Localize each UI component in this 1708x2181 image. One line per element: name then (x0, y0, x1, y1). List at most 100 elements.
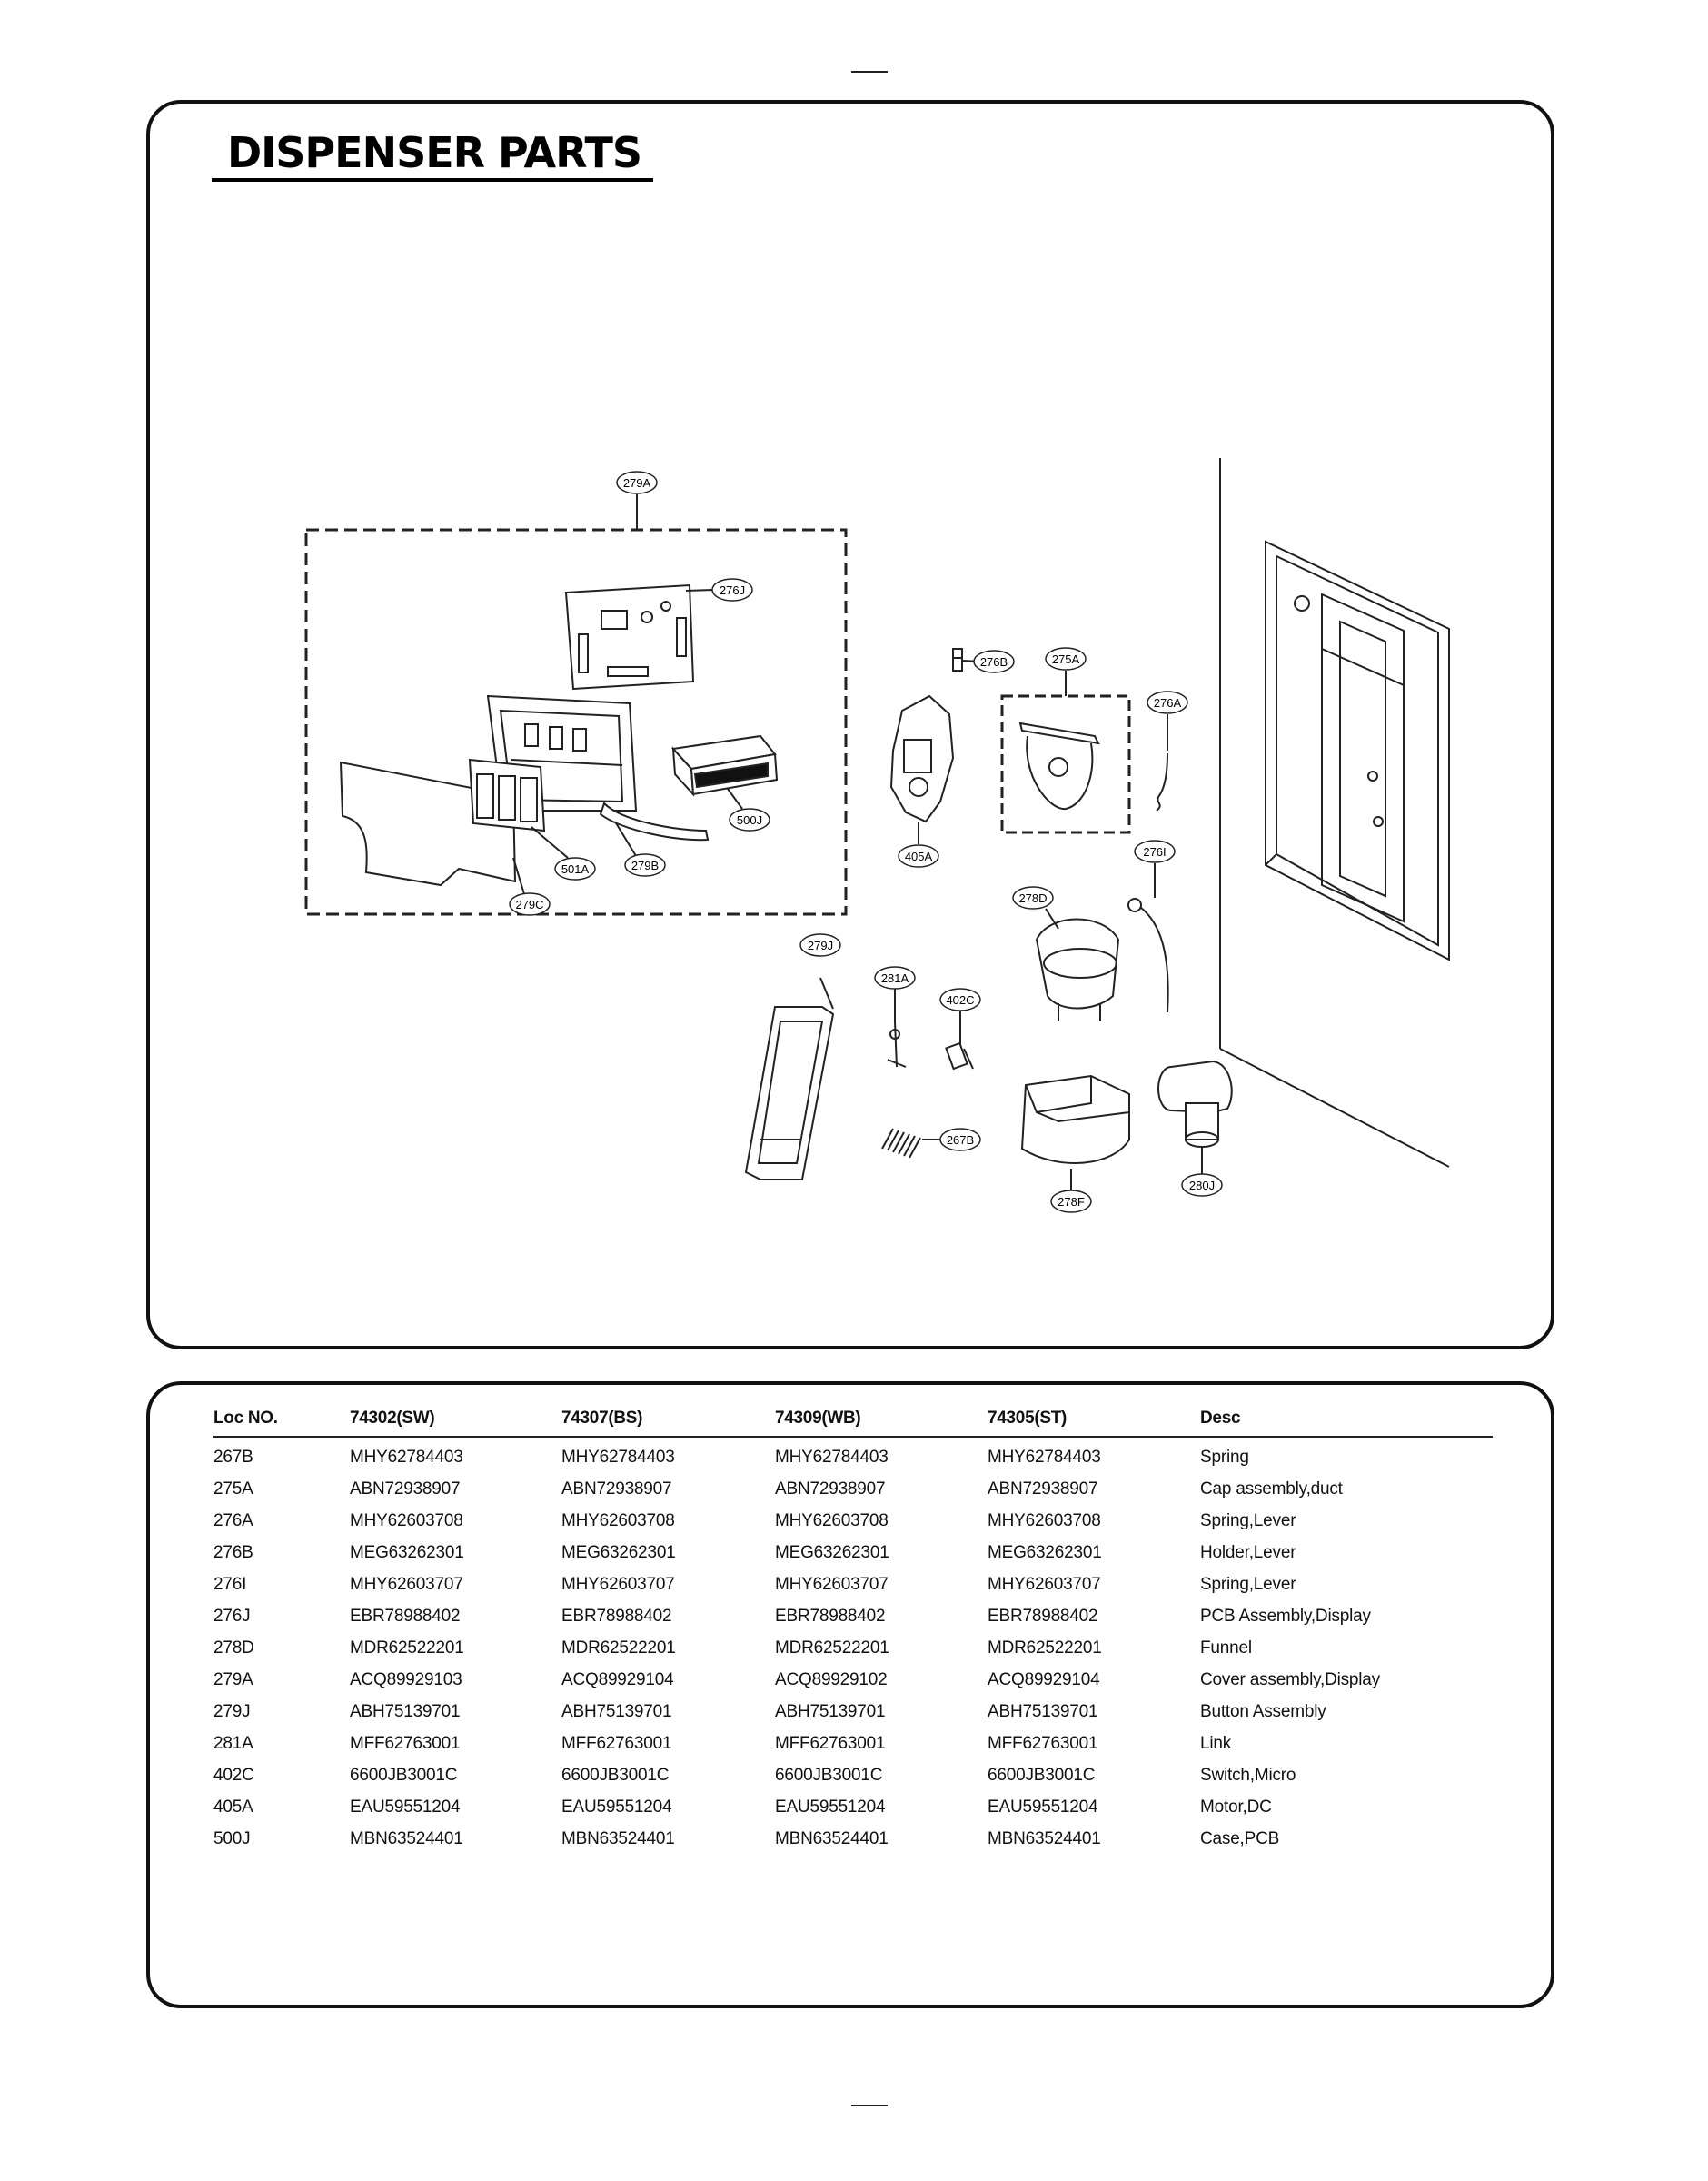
cell-loc: 276J (214, 1606, 251, 1626)
leader-276J (685, 589, 714, 592)
cell-desc: Funnel (1200, 1638, 1252, 1658)
spring-lever-276A-part (1156, 752, 1168, 812)
cell-loc: 267B (214, 1447, 253, 1467)
callout-402C: 402C (939, 988, 981, 1011)
header-desc: Desc (1200, 1409, 1493, 1438)
cell-part: MHY62784403 (561, 1447, 675, 1467)
cell-part: MDR62522201 (350, 1638, 464, 1658)
leader-501A (531, 826, 569, 859)
table-row: 279J ABH75139701 ABH75139701 ABH75139701… (214, 1696, 1493, 1728)
section-title: DISPENSER PARTS (227, 128, 642, 177)
svg-text:278D: 278D (1018, 891, 1047, 905)
cell-part: MHY62603708 (775, 1510, 889, 1530)
cell-loc: 275A (214, 1479, 253, 1499)
button-assembly-part (744, 1006, 835, 1180)
cell-part: MHY62784403 (350, 1447, 463, 1467)
cell-desc: Spring,Lever (1200, 1574, 1296, 1594)
cell-loc: 281A (214, 1733, 253, 1753)
table-row: 267B MHY62784403 MHY62784403 MHY62784403… (214, 1437, 1493, 1473)
cell-part: MBN63524401 (775, 1828, 889, 1848)
callout-279J: 279J (799, 933, 841, 957)
holder-lever-part (952, 648, 963, 672)
cell-part: EBR78988402 (775, 1606, 886, 1626)
cell-desc: Cover assembly,Display (1200, 1669, 1380, 1689)
table-row: 279A ACQ89929103 ACQ89929104 ACQ89929102… (214, 1664, 1493, 1696)
cap-duct-part (1018, 722, 1100, 811)
assembly-275A-boundary (1000, 694, 1131, 834)
cell-desc: Spring,Lever (1200, 1510, 1296, 1530)
cell-loc: 279A (214, 1669, 253, 1689)
table-row: 281A MFF62763001 MFF62763001 MFF62763001… (214, 1728, 1493, 1759)
cell-loc: 278D (214, 1638, 254, 1658)
cell-part: ABN72938907 (561, 1479, 672, 1499)
cell-part: MDR62522201 (775, 1638, 889, 1658)
callout-278F: 278F (1050, 1190, 1092, 1213)
table-row: 276J EBR78988402 EBR78988402 EBR78988402… (214, 1600, 1493, 1632)
cell-loc: 276I (214, 1574, 247, 1594)
cell-part: MEG63262301 (561, 1542, 676, 1562)
button-frame-part (468, 758, 546, 832)
cell-desc: Spring (1200, 1447, 1249, 1467)
callout-279A: 279A (616, 471, 658, 494)
table-row: 278D MDR62522201 MDR62522201 MDR62522201… (214, 1632, 1493, 1664)
callout-267B: 267B (939, 1128, 981, 1151)
svg-text:279B: 279B (631, 859, 659, 872)
cell-part: EAU59551204 (988, 1797, 1098, 1817)
cell-part: MDR62522201 (561, 1638, 676, 1658)
callout-276I: 276I (1134, 840, 1176, 863)
cell-part: ACQ89929103 (350, 1669, 462, 1689)
cell-part: ABH75139701 (775, 1701, 886, 1721)
cell-part: MEG63262301 (988, 1542, 1102, 1562)
svg-text:279A: 279A (623, 476, 651, 490)
cell-loc: 276A (214, 1510, 253, 1530)
cell-loc: 276B (214, 1542, 253, 1562)
motor-dc-part (889, 694, 955, 844)
svg-text:276B: 276B (980, 655, 1008, 669)
assembly-279A-boundary (304, 528, 848, 916)
cell-part: MBN63524401 (350, 1828, 463, 1848)
cell-part: ACQ89929104 (561, 1669, 674, 1689)
header-model-74309: 74309(WB) (775, 1409, 988, 1438)
spring-267B-part (881, 1128, 921, 1159)
funnel-part (1035, 918, 1120, 1021)
cell-part: EAU59551204 (350, 1797, 461, 1817)
cell-desc: Button Assembly (1200, 1701, 1326, 1721)
svg-text:276I: 276I (1143, 845, 1166, 859)
cell-part: 6600JB3001C (988, 1765, 1096, 1785)
exploded-parts-diagram: 279A 276J 276B 275A 276A 500J 405A 276I … (304, 458, 1450, 1213)
cell-part: ACQ89929104 (988, 1669, 1100, 1689)
callout-278D: 278D (1012, 886, 1054, 910)
svg-text:276J: 276J (720, 583, 745, 597)
cell-part: EBR78988402 (350, 1606, 461, 1626)
cell-desc: Link (1200, 1733, 1232, 1753)
exploded-diagram-panel: DISPENSER PARTS (146, 100, 1554, 1349)
header-model-74307: 74307(BS) (561, 1409, 775, 1438)
cell-part: EAU59551204 (561, 1797, 672, 1817)
svg-text:500J: 500J (737, 813, 762, 827)
cell-part: 6600JB3001C (561, 1765, 670, 1785)
svg-text:279J: 279J (808, 939, 833, 952)
cell-part: MBN63524401 (988, 1828, 1101, 1848)
switch-micro-part (945, 1041, 974, 1071)
callout-279C: 279C (509, 892, 551, 916)
cell-part: ACQ89929102 (775, 1669, 888, 1689)
bracket-279B-part (599, 802, 710, 842)
cell-loc: 405A (214, 1797, 253, 1817)
cell-part: ABH75139701 (350, 1701, 461, 1721)
cell-part: MHY62603707 (561, 1574, 675, 1594)
callout-279B: 279B (624, 853, 666, 877)
cell-part: ABH75139701 (988, 1701, 1098, 1721)
callout-275A: 275A (1045, 647, 1087, 671)
cell-part: MHY62603708 (988, 1510, 1101, 1530)
cell-part: ABN72938907 (775, 1479, 886, 1499)
cell-loc: 500J (214, 1828, 251, 1848)
svg-text:501A: 501A (561, 862, 590, 876)
header-model-74302: 74302(SW) (350, 1409, 561, 1438)
cell-part: MDR62522201 (988, 1638, 1102, 1658)
svg-text:276A: 276A (1154, 696, 1182, 710)
cell-loc: 402C (214, 1765, 254, 1785)
callout-276J: 276J (711, 578, 753, 602)
cell-part: EAU59551204 (775, 1797, 886, 1817)
dispenser-housing-outline (1219, 458, 1450, 1168)
cell-part: MHY62603707 (350, 1574, 463, 1594)
